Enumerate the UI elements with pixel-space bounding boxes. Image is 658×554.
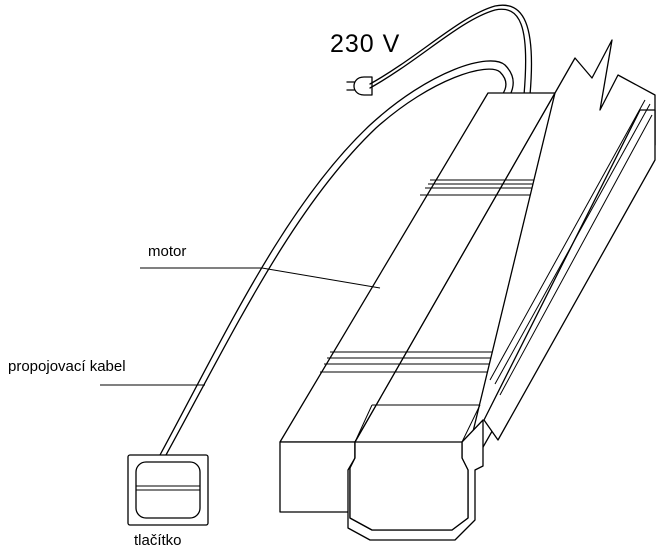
button-label: tlačítko [134, 532, 182, 549]
voltage-label: 230 V [330, 30, 401, 58]
guide-rail [347, 39, 656, 541]
motor-label: motor [148, 243, 187, 260]
power-cable [369, 4, 533, 96]
connecting-cable [159, 60, 514, 456]
cable-label: propojovací kabel [8, 358, 126, 375]
wall-switch [127, 454, 209, 526]
leader-lines [100, 267, 381, 386]
power-plug-icon [346, 76, 373, 96]
